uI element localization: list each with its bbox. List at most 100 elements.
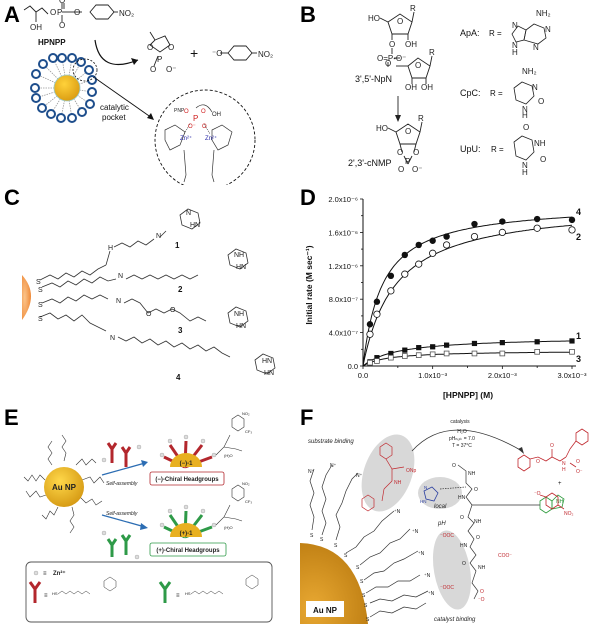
thiol-ligand-structures: S S S S H N N HN N NH HN N O O NH HN N H… [22,208,276,382]
svg-text:O: O [389,40,395,49]
svg-text:N: N [533,43,539,52]
svg-text:⁻O: ⁻O [212,49,222,58]
data-point-series-3 [443,350,450,357]
upu-label: UpU: [460,144,481,154]
data-point-series-1 [374,355,380,361]
condition-water: H₂O [457,429,467,435]
onp-label: ONp [406,468,417,474]
svg-text:N: N [532,83,538,92]
series-label-4: 4 [576,207,581,217]
svg-text:S: S [356,565,360,571]
svg-text:O: O [576,459,580,465]
data-point-series-4 [471,220,478,228]
product-nitrophenolate-f [539,492,565,510]
svg-text:OH: OH [421,83,433,92]
x-tick-label: 2.0x10⁻³ [488,371,517,380]
svg-text:S: S [38,287,43,294]
oh-group: OH [30,23,42,32]
data-point-series-1 [430,344,436,350]
svg-text:≡: ≡ [44,593,48,599]
svg-text:S: S [320,537,324,543]
data-point-series-4 [415,241,422,249]
npn-label: 3',5'-NpN [355,74,392,84]
pnp-label: PNP [174,108,185,114]
svg-text:R: R [429,48,435,57]
svg-text:O: O [462,561,466,567]
svg-text:O: O [538,97,544,106]
zinc-label-left: Zn²⁺ [180,135,192,142]
plus-sign: + [190,45,198,61]
data-point-series-4 [387,272,395,280]
data-point-series-2 [568,226,576,234]
svg-text:HO: HO [376,124,388,133]
svg-text:O: O [460,515,464,521]
svg-text:NH: NH [556,499,564,505]
data-point-series-1 [471,340,478,347]
svg-text:NH: NH [394,480,402,486]
svg-text:NO₂: NO₂ [242,481,250,486]
svg-text:R: R [418,114,424,123]
svg-text:⁺N: ⁺N [424,573,431,579]
svg-text:H: H [562,467,566,473]
svg-text:H: H [108,245,113,252]
minus-headgroups-label: (−)-Chiral Headgroups [155,477,219,483]
data-point-series-4 [401,251,408,259]
svg-text:⁻O: ⁻O [534,491,541,497]
svg-text:+: + [558,481,562,487]
x-tick-label: 3.0x10⁻³ [558,371,587,380]
panel-d: D Initial rate (M sec⁻¹) [HPNPP] (M) 0.0… [300,185,600,405]
svg-text:O: O [146,311,152,318]
svg-text:O: O [147,43,153,52]
svg-text:N: N [186,210,191,217]
svg-text:S: S [362,593,366,599]
data-point-series-2 [443,241,451,249]
au-np-label-f: Au NP [313,606,338,615]
data-point-series-2 [366,330,374,338]
hpnpp-molecule [23,3,118,22]
gold-nanoparticle-assembly [30,53,98,123]
pocket-highlight [72,58,98,82]
svg-text:⁺N: ⁺N [412,529,419,535]
compound-label-2: 2 [178,285,183,294]
reaction-arrow [94,39,139,66]
svg-text:NH: NH [234,311,244,318]
svg-text:NH₂: NH₂ [536,9,551,18]
panel-label-a: A [4,2,20,27]
substrate-molecule [361,442,405,512]
legend-box [25,561,273,623]
svg-text:HS: HS [185,591,191,596]
svg-text:N: N [116,298,121,305]
svg-text:O: O [405,127,411,136]
svg-text:O⁻: O⁻ [576,469,583,475]
data-point-series-2 [415,260,423,268]
data-point-series-1 [569,338,575,344]
svg-text:N: N [562,461,566,467]
data-point-series-2 [533,224,541,232]
local-ph-label-1: local [434,504,447,510]
catalytic-pocket-label-2: pocket [102,113,126,122]
svg-text:NO₂: NO₂ [564,511,574,517]
svg-text:HN: HN [420,499,427,504]
data-point-series-3 [534,349,540,355]
red-ligand-legend-icon [28,581,42,603]
svg-text:R =: R = [491,145,504,154]
svg-text:O: O [523,123,529,132]
svg-text:CF₃: CF₃ [245,429,252,434]
local-ph-region [418,477,462,509]
svg-text:O: O [50,8,56,17]
fit-curve-3 [362,351,572,367]
cpc-entry: CpC: R = NH₂ N O N H [460,67,544,120]
upu-entry: UpU: R = O NH O N H [460,123,546,177]
svg-text:(H)O: (H)O [224,525,233,530]
svg-text:H: H [522,111,528,120]
self-assembly-label-bottom: Self-assembly [106,511,138,517]
catalyst-binding-label: catalyst binding [434,617,476,623]
pocket-oh-label: OH [212,112,221,118]
svg-text:O: O [474,487,478,493]
svg-text:N: N [545,25,551,34]
svg-text:NH: NH [468,471,476,477]
plus-headgroups-box [149,542,227,557]
panel-label-d: D [300,185,316,210]
svg-text:O: O [550,443,554,449]
